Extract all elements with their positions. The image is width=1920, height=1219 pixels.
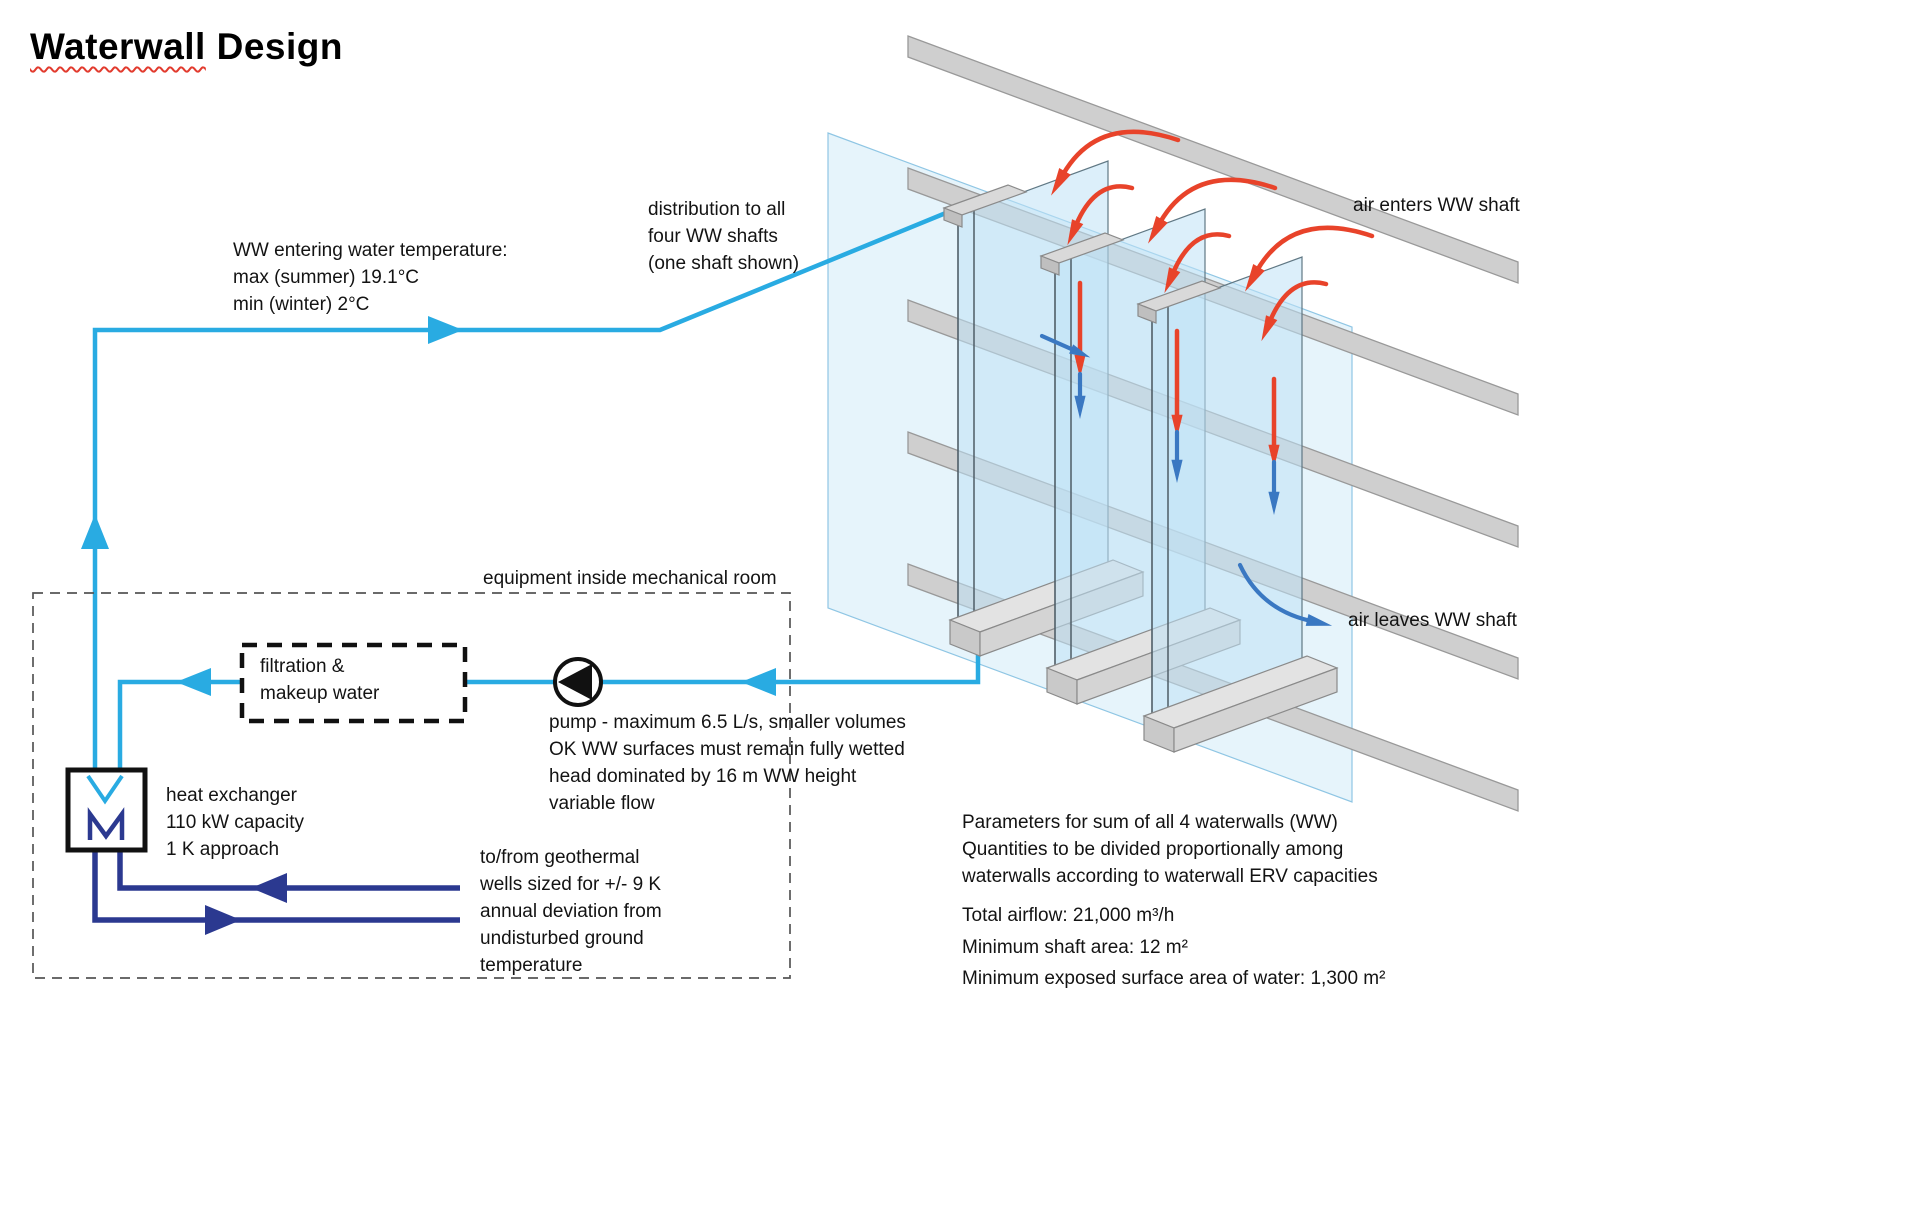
heat-exchanger-box bbox=[65, 767, 148, 853]
ground-loop-arrows bbox=[205, 873, 287, 935]
shaft-cap-front bbox=[1040, 255, 1060, 276]
warm-air-arrow-head bbox=[1067, 219, 1084, 246]
parameters-note: Parameters for sum of all 4 waterwalls (… bbox=[962, 812, 1378, 887]
page-title: Waterwall Design bbox=[30, 26, 343, 68]
pump-symbol bbox=[553, 657, 603, 707]
cool-air-downdraft-head bbox=[1074, 395, 1086, 419]
mechanical-room-label: equipment inside mechanical room bbox=[483, 568, 777, 589]
flow-arrow-up bbox=[81, 514, 109, 549]
warm-air-arrows bbox=[1051, 129, 1375, 468]
warm-air-downdraft-head bbox=[1268, 444, 1280, 468]
pump-note: pump - maximum 6.5 L/s, smaller volumes … bbox=[549, 712, 906, 814]
warm-air-arrow-head bbox=[1148, 216, 1168, 244]
flow-arrow-left bbox=[251, 873, 287, 903]
return-pipe bbox=[117, 648, 981, 770]
warm-air-arrow bbox=[1057, 129, 1181, 183]
warm-air-arrow-head bbox=[1245, 264, 1265, 292]
flow-arrow-left bbox=[176, 668, 211, 696]
warm-air-arrow-head bbox=[1164, 267, 1181, 294]
warm-air-arrow bbox=[1265, 280, 1329, 329]
title-word-rest: Design bbox=[216, 26, 343, 67]
air-enters-label: air enters WW shaft bbox=[1353, 195, 1520, 216]
heat-exchanger-supply-coil bbox=[86, 774, 124, 805]
shaft-cap-front bbox=[1137, 303, 1157, 324]
flow-arrow-left bbox=[741, 668, 776, 696]
cool-air-downdraft-head bbox=[1171, 459, 1183, 483]
distribution-note: distribution to all four WW shafts (one … bbox=[648, 199, 800, 274]
shaft-base-side bbox=[1173, 667, 1338, 753]
shaft-cap-front bbox=[943, 207, 963, 228]
cool-air-exit-head bbox=[1305, 614, 1333, 626]
waterwall-panel bbox=[1151, 256, 1303, 720]
filtration-box bbox=[239, 642, 468, 724]
cool-air-inlet-head bbox=[1069, 344, 1091, 358]
filtration-label: filtration & makeup water bbox=[260, 656, 380, 704]
title-word-underlined: Waterwall bbox=[30, 26, 206, 67]
warm-air-downdraft-head bbox=[1074, 354, 1086, 378]
waterwall-shaft-3 bbox=[1136, 256, 1339, 753]
heat-exchanger-symbol bbox=[65, 767, 148, 853]
flow-arrow-right bbox=[428, 316, 463, 344]
heat-exchanger-label: heat exchanger 110 kW capacity 1 K appro… bbox=[166, 785, 304, 860]
air-leaves-label: air leaves WW shaft bbox=[1348, 610, 1517, 631]
warm-air-arrow-head bbox=[1261, 315, 1278, 342]
ww-entering-temperature-note: WW entering water temperature: max (summ… bbox=[233, 240, 508, 315]
warm-air-arrow bbox=[1071, 184, 1135, 233]
geothermal-note: to/from geothermal wells sized for +/- 9… bbox=[480, 847, 662, 976]
warm-air-arrow bbox=[1154, 177, 1278, 231]
mechanical-room-box bbox=[32, 592, 791, 979]
ground-loop-pipes bbox=[92, 850, 460, 923]
heat-exchanger-ground-coil bbox=[87, 807, 125, 840]
warm-air-arrow-head bbox=[1051, 168, 1071, 196]
floor-beam bbox=[907, 35, 1519, 284]
warm-air-downdraft-head bbox=[1171, 414, 1183, 438]
pump-triangle bbox=[558, 664, 592, 700]
totals-note: Total airflow: 21,000 m³/h Minimum shaft… bbox=[962, 905, 1386, 990]
supply-pipe-arrows bbox=[81, 316, 463, 549]
cool-air-arrows bbox=[1039, 333, 1333, 626]
return-pipe-arrows bbox=[176, 668, 776, 696]
warm-air-arrow bbox=[1168, 232, 1232, 281]
cool-air-exit bbox=[1237, 562, 1319, 625]
cool-air-downdraft-head bbox=[1268, 491, 1280, 515]
flow-arrow-right bbox=[205, 905, 241, 935]
warm-air-arrow bbox=[1251, 225, 1375, 279]
supply-pipe bbox=[92, 205, 959, 770]
